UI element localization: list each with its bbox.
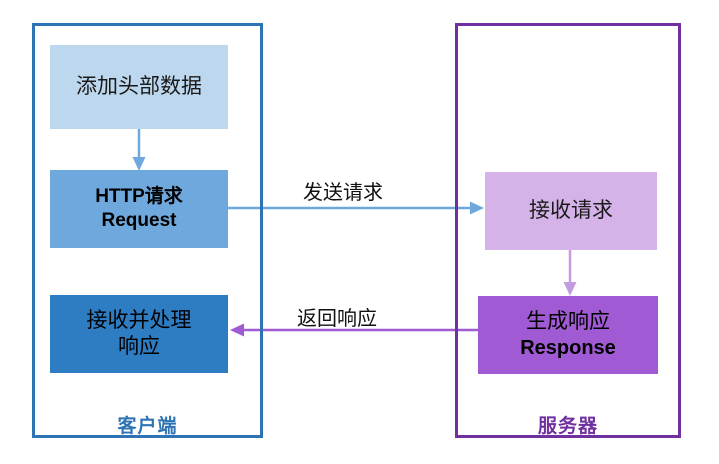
box-receive-request-label: 接收请求 [529,198,613,222]
server-panel-caption: 服务器 [537,416,598,437]
box-add-header-data[interactable]: 添加头部数据 [50,45,228,129]
box-generate-response[interactable]: 生成响应 Response [478,296,658,374]
client-panel-caption: 客户端 [117,416,178,437]
server-panel: 服务器 [455,23,681,438]
box-generate-response-line1: 生成响应 [526,310,610,334]
box-receive-request[interactable]: 接收请求 [485,172,657,250]
box-receive-process-line1: 接收并处理 [86,308,192,332]
box-receive-process-line2: 响应 [118,335,160,358]
client-panel: 客户端 [32,23,263,438]
box-http-request-line2: Request [101,210,177,231]
box-add-header-label: 添加头部数据 [76,74,202,98]
box-http-request[interactable]: HTTP请求 Request [50,170,228,248]
box-receive-and-process-response[interactable]: 接收并处理 响应 [50,295,228,373]
box-http-request-line1: HTTP请求 [95,186,183,208]
label-return-response: 返回响应 [297,308,377,330]
box-generate-response-line2: Response [520,336,616,359]
label-send-request: 发送请求 [303,182,383,204]
